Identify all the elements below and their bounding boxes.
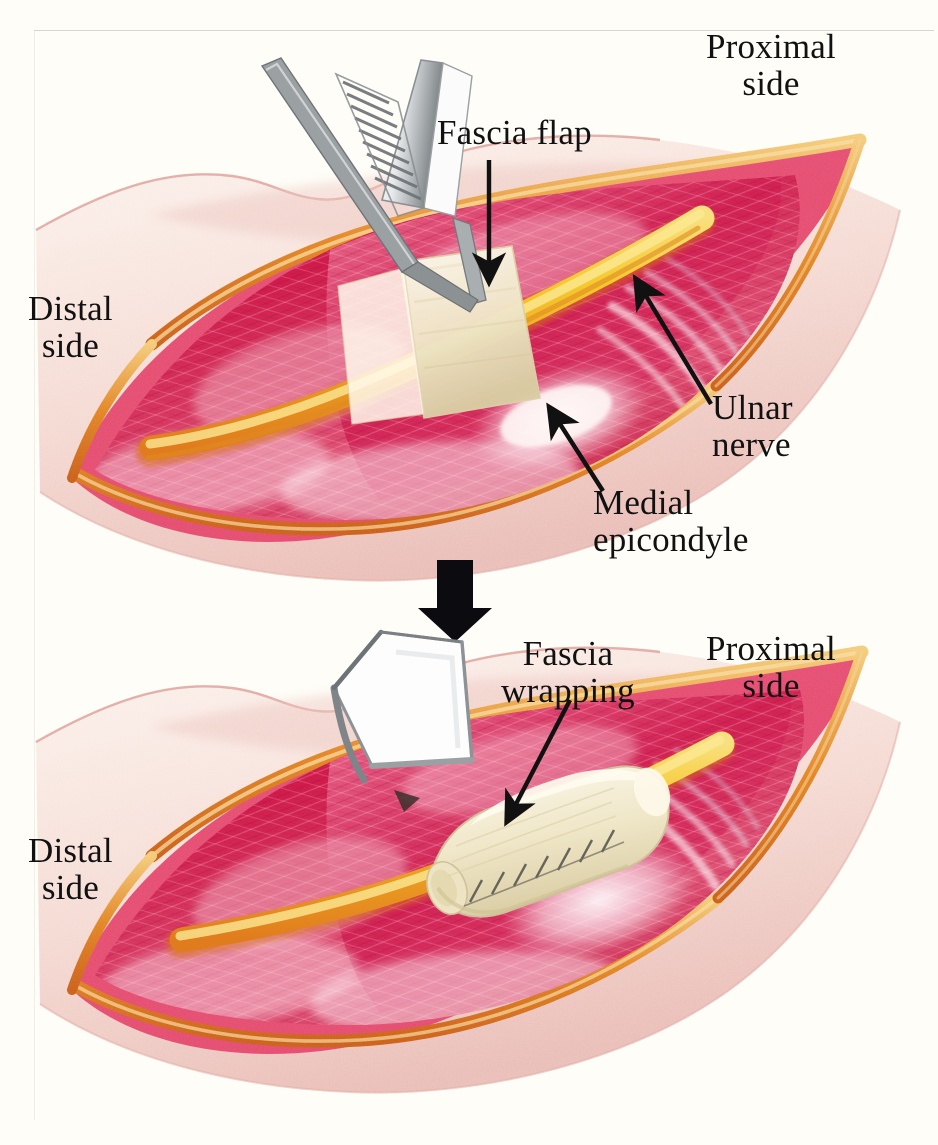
label-fascia-wrapping: Fascia wrapping bbox=[501, 634, 635, 711]
label-ulnar-nerve: Ulnar nerve bbox=[712, 388, 793, 465]
fascia-wrapping-arrow bbox=[504, 698, 572, 827]
lower-panel bbox=[35, 629, 901, 1094]
wound-interior-bottom bbox=[95, 690, 805, 1025]
ulnar-nerve-arrow bbox=[632, 274, 713, 406]
label-medial-epicondyle: Medial epicondyle bbox=[593, 483, 749, 560]
forceps-icon bbox=[260, 57, 487, 313]
retractor-icon bbox=[330, 629, 475, 784]
label-proximal-side-bottom: Proximal side bbox=[706, 629, 836, 706]
down-arrow-icon bbox=[418, 560, 492, 642]
label-fascia-flap: Fascia flap bbox=[437, 113, 592, 152]
medial-epicondyle-arrow bbox=[546, 402, 605, 493]
label-distal-side-bottom: Distal side bbox=[28, 831, 113, 908]
label-proximal-side-top: Proximal side bbox=[706, 27, 836, 104]
paper-edge-left bbox=[34, 30, 35, 1120]
fascia-wrapping bbox=[426, 765, 671, 918]
label-distal-side-top: Distal side bbox=[28, 289, 113, 366]
small-arrow-icon bbox=[394, 790, 420, 812]
upper-panel bbox=[35, 57, 901, 582]
paper-edge-top bbox=[34, 30, 934, 31]
